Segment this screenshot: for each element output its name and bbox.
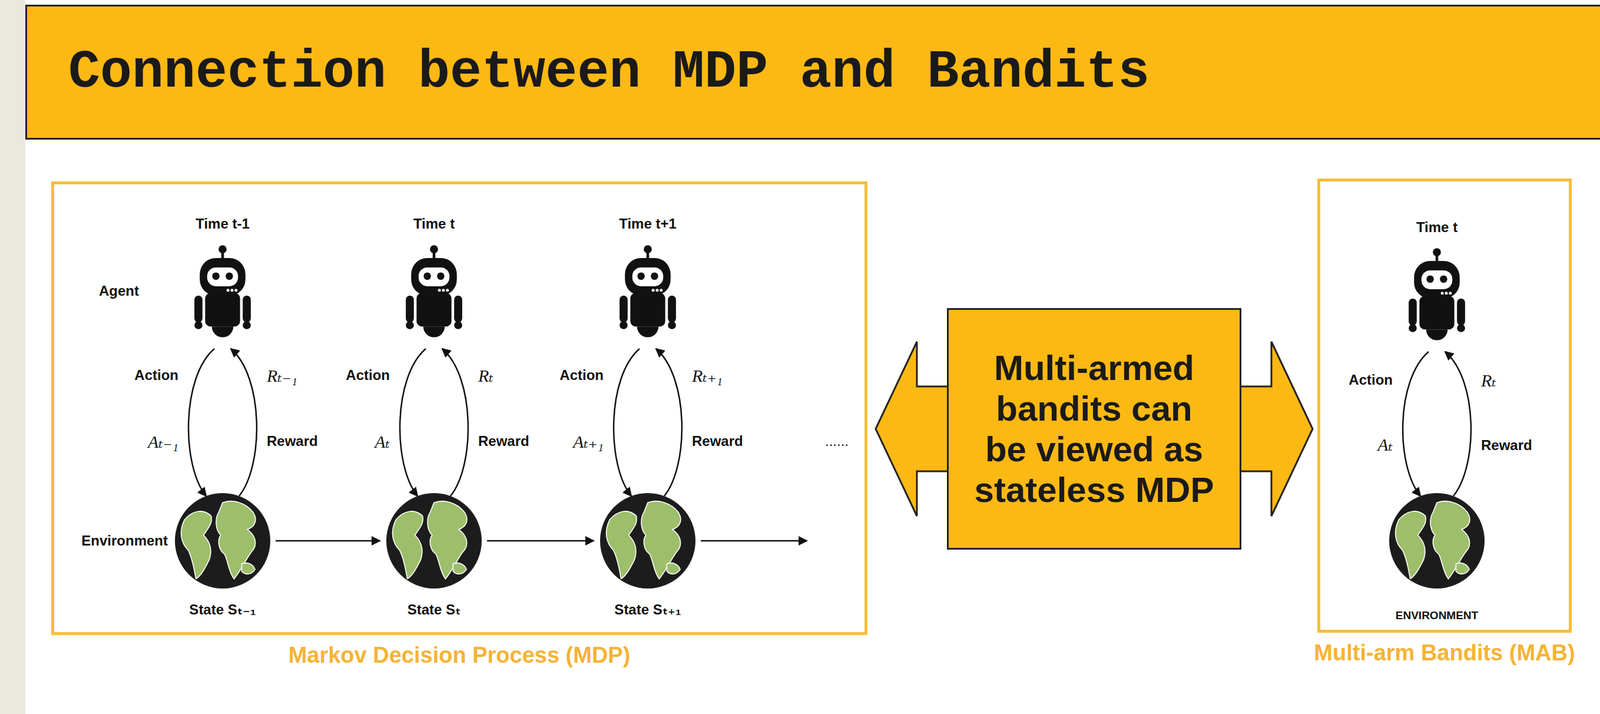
slide-title: Connection between MDP and Bandits [68,42,1150,103]
diagram-label: Time t-1 [195,216,250,232]
diagram-label: ENVIRONMENT [1395,609,1479,622]
agent-robot [619,244,677,337]
environment-globe [174,492,271,589]
side-strip [0,0,26,714]
diagram-label: Rₜ [478,365,494,386]
diagram-label: Aₜ [374,431,390,452]
agent-robot [405,244,463,337]
diagram-label: Reward [691,433,744,449]
agent-robot [194,244,251,337]
diagram-label: Time t [1416,219,1458,235]
diagram-label: Action [134,367,179,383]
panel-box: Multi-arm Bandits (MAB) [1317,178,1572,633]
agent-robot [1408,247,1466,340]
transition-arrow [700,540,807,542]
action-arrow [613,348,640,496]
transition-arrow [487,540,594,542]
diagram-label: Aₜ [1377,434,1393,455]
action-arrow [399,348,426,496]
diagram-label: Rₜ [1481,370,1497,390]
panel-box: Markov Decision Process (MDP) [51,181,868,635]
reward-arrow [442,348,469,496]
action-arrow [1402,351,1429,496]
diagram-label: Action [559,367,604,383]
diagram-label: Reward [478,433,530,449]
environment-globe [386,492,482,589]
edge-label: Multi-armed bandits can be viewed as sta… [972,347,1217,510]
diagram-label: Time t [413,216,455,232]
diagram-label: Rₜ₋₁ [266,365,298,386]
diagram-label: Agent [98,283,139,299]
diagram-label: State Sₜ₊₁ [614,601,681,618]
diagram-label: Time t+1 [618,216,677,232]
edge-label-box: Multi-armed bandits can be viewed as sta… [946,307,1242,550]
diagram-label: Environment [81,532,168,549]
diagram-label: Aₜ₋₁ [147,431,179,452]
transition-arrow [275,540,380,542]
diagram-label: Rₜ₊₁ [691,365,723,386]
diagram-label: Action [1348,372,1393,388]
title-bar: Connection between MDP and Bandits [25,4,1600,140]
diagram-label: State Sₜ [407,601,462,618]
diagram-label: ...... [825,433,849,449]
environment-globe [600,492,696,589]
environment-globe [1389,492,1485,589]
diagram-label: Aₜ₊₁ [572,431,604,452]
panel-caption: Multi-arm Bandits (MAB) [1313,640,1575,666]
diagram-label: Reward [1481,437,1533,453]
reward-arrow [1445,351,1472,496]
action-arrow [188,348,215,496]
diagram-label: Action [345,367,390,383]
diagram-label: Reward [266,433,318,449]
reward-arrow [230,348,257,496]
diagram-label: State Sₜ₋₁ [189,601,256,618]
reward-arrow [656,348,682,496]
panel-caption: Markov Decision Process (MDP) [288,642,631,668]
